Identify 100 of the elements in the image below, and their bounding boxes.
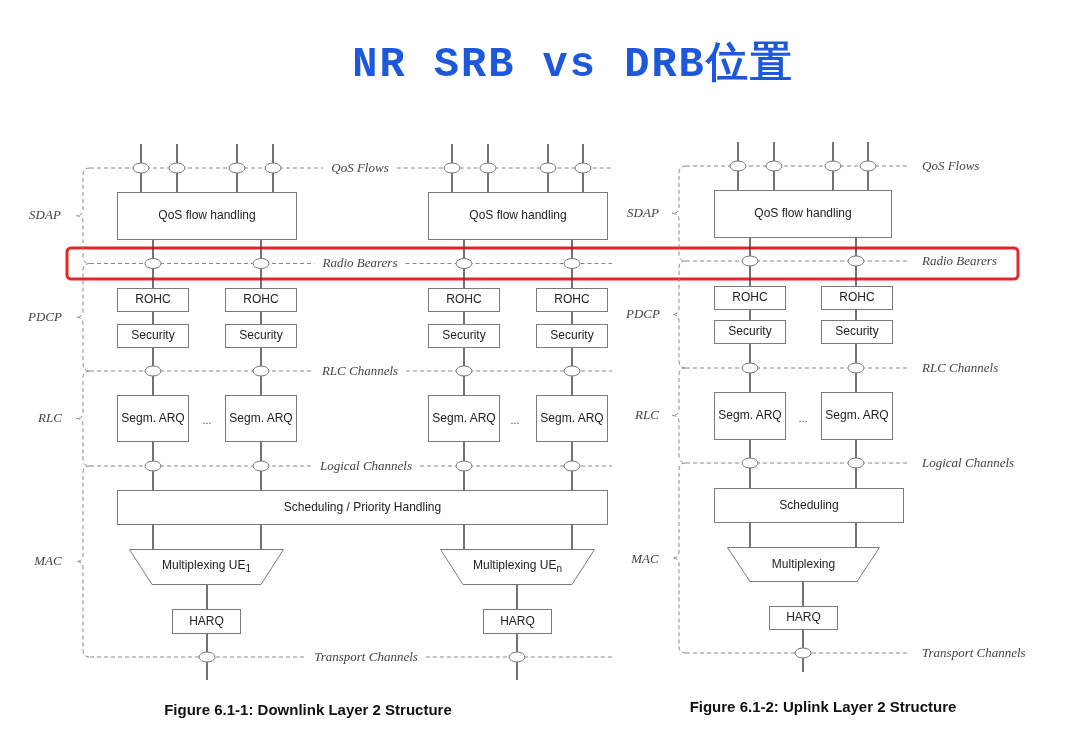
box-label: Scheduling: [779, 497, 839, 514]
box-label: Segm. ARQ: [825, 408, 889, 424]
box-label: Multiplexing UE$_{n}$: [473, 558, 562, 576]
connector-line: [802, 581, 804, 607]
connector-line: [463, 311, 465, 325]
process-box: [821, 286, 893, 310]
connector-line: [176, 143, 178, 193]
box-label: ROHC: [135, 292, 171, 308]
box-label: Segm. ARQ: [718, 408, 782, 424]
multiplexer-trapezoid: [727, 547, 880, 582]
channel-label: QoS Flows: [922, 158, 980, 174]
connector-line: [582, 143, 584, 193]
layer-label: RLC: [38, 410, 62, 426]
box-label: HARQ: [189, 613, 224, 630]
box-label: Segm. ARQ: [229, 410, 293, 427]
process-box: [714, 190, 892, 238]
connector-line: [547, 143, 549, 193]
process-box: [225, 395, 297, 442]
box-label: Security: [728, 324, 772, 340]
connector-line: [571, 347, 573, 396]
connector-line: [773, 141, 775, 191]
process-box: [172, 609, 241, 634]
process-box: [714, 488, 904, 523]
box-label: ROHC: [554, 292, 590, 308]
figure-caption: Figure 6.1-2: Uplink Layer 2 Structure: [689, 697, 957, 715]
ellipsis-mark: ...: [202, 414, 212, 426]
process-box: [769, 606, 838, 630]
connector-line: [451, 143, 453, 193]
box-label: ROHC: [732, 290, 768, 306]
connector-line: [463, 347, 465, 396]
multiplexer-trapezoid: [129, 549, 284, 585]
channel-label: Radio Bearers: [322, 255, 398, 271]
channel-label: RLC Channels: [922, 360, 999, 376]
layer-label: RLC: [635, 407, 659, 423]
process-box: [428, 288, 500, 312]
box-label: Security: [239, 328, 283, 344]
box-label: Segm. ARQ: [432, 410, 496, 427]
process-box: [536, 288, 608, 312]
connector-line: [802, 629, 804, 673]
layer-label: MAC: [34, 553, 62, 569]
process-box: [117, 395, 189, 442]
connector-line: [855, 439, 857, 489]
connector-line: [260, 441, 262, 491]
page-title: NR SRB vs DRB位置: [352, 40, 794, 90]
process-box: [821, 392, 893, 440]
layer-label: SDAP: [29, 207, 61, 223]
box-label: Segm. ARQ: [121, 410, 185, 427]
box-label: Scheduling / Priority Handling: [283, 499, 442, 516]
box-label: Security: [550, 328, 594, 344]
connector-line: [571, 311, 573, 325]
connector-line: [463, 441, 465, 491]
box-label: Multiplexing: [771, 556, 836, 573]
box-label: ROHC: [839, 290, 875, 306]
box-label: QoS flow handling: [754, 206, 852, 222]
channel-label: QoS Flows: [331, 160, 389, 176]
channel-label: Transport Channels: [314, 649, 418, 665]
connector-line: [260, 311, 262, 325]
layer-label: SDAP: [627, 205, 659, 221]
process-box: [117, 192, 297, 240]
connector-line: [463, 524, 465, 550]
connector-line: [152, 524, 154, 550]
connector-line: [236, 143, 238, 193]
process-box: [714, 320, 786, 344]
layer-label: PDCP: [626, 306, 660, 322]
connector-line: [206, 633, 208, 681]
box-label: Segm. ARQ: [540, 410, 604, 427]
connector-line: [855, 309, 857, 321]
connector-line: [867, 141, 869, 191]
process-box: [428, 324, 500, 348]
connector-line: [749, 309, 751, 321]
connector-line: [140, 143, 142, 193]
process-box: [225, 324, 297, 348]
connector-line: [832, 141, 834, 191]
process-box: [536, 395, 608, 442]
connector-line: [152, 347, 154, 396]
channel-label: Radio Bearers: [922, 253, 997, 269]
connector-line: [260, 347, 262, 396]
channel-label: Transport Channels: [922, 645, 1026, 661]
channel-label: Logical Channels: [319, 458, 413, 474]
process-box: [714, 392, 786, 440]
channel-label: Logical Channels: [922, 455, 1015, 471]
connector-line: [463, 239, 465, 289]
connector-line: [749, 439, 751, 489]
ellipsis-mark: ...: [798, 412, 808, 424]
box-label: QoS flow handling: [469, 208, 567, 224]
connector-line: [749, 343, 751, 393]
box-label: Multiplexing UE$_{1}$: [162, 558, 251, 576]
connector-line: [260, 524, 262, 550]
connector-line: [571, 239, 573, 289]
connector-line: [749, 237, 751, 287]
multiplexer-trapezoid: [440, 549, 595, 585]
process-box: [483, 609, 552, 634]
box-label: Security: [131, 328, 175, 344]
channel-label: RLC Channels: [321, 363, 399, 379]
box-label: HARQ: [500, 613, 535, 630]
connector-line: [516, 633, 518, 681]
connector-line: [516, 584, 518, 610]
connector-line: [855, 522, 857, 548]
figure-caption: Figure 6.1-1: Downlink Layer 2 Structure: [164, 700, 452, 718]
connector-line: [855, 237, 857, 287]
